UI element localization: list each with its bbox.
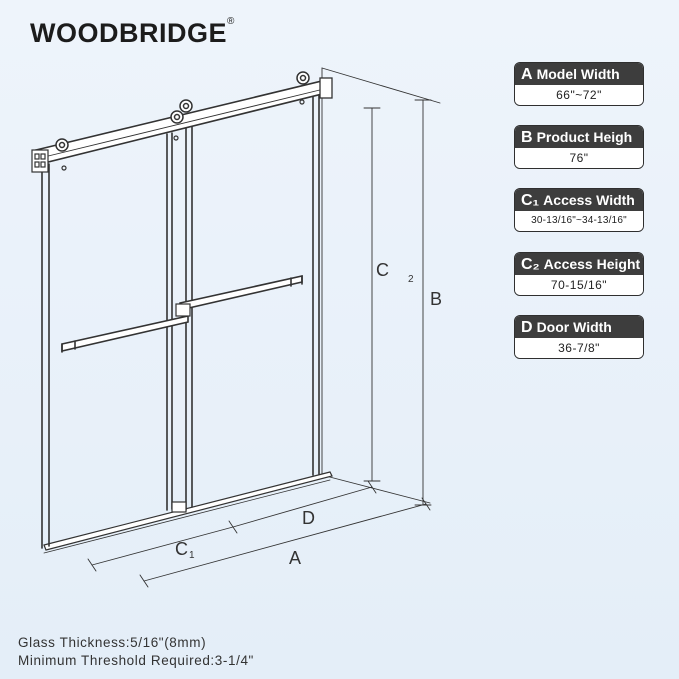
dimension-label-c1: C <box>175 539 188 559</box>
spec-letter: C₁ <box>521 192 540 209</box>
spec-label: Access Height <box>543 256 641 272</box>
dimension-c1 <box>87 526 234 572</box>
spec-label: Product Heigh <box>536 129 633 145</box>
roller-wheels <box>55 71 310 152</box>
left-door-frame <box>41 163 50 549</box>
registered-mark: ® <box>227 16 235 27</box>
spec-letter: D <box>521 319 533 336</box>
spec-value: 30-13/16"~34-13/16" <box>515 211 643 231</box>
spec-label: Access Width <box>543 192 635 208</box>
dimension-label-a: A <box>289 548 301 568</box>
left-towel-bar <box>61 315 189 353</box>
roller-bolts <box>61 99 305 171</box>
dimension-label-d: D <box>302 508 315 528</box>
brand-name: WOODBRIDGE <box>30 18 227 48</box>
spec-label: Model Width <box>536 66 620 82</box>
spec-value: 76" <box>515 148 643 168</box>
dimension-label-c2: C <box>376 260 389 280</box>
right-door-frame <box>312 90 320 476</box>
top-track <box>35 77 333 165</box>
door-threshold <box>43 471 333 554</box>
spec-letter: C₂ <box>521 256 540 273</box>
spec-value: 66"~72" <box>515 85 643 105</box>
dimension-label-c2-sub: 2 <box>408 274 414 285</box>
threshold-note: Minimum Threshold Required:3-1/4" <box>18 653 254 668</box>
dimension-label-c1-sub: 1 <box>189 550 195 561</box>
dimension-label-b: B <box>430 289 442 309</box>
bottom-guide <box>171 501 187 513</box>
dimension-a <box>139 497 431 588</box>
spec-value: 36-7/8" <box>515 338 643 358</box>
spec-label: Door Width <box>536 319 612 335</box>
spec-value: 70-15/16" <box>515 275 643 295</box>
right-towel-bar <box>179 275 303 312</box>
brand-logo: WOODBRIDGE® <box>30 16 235 49</box>
spec-letter: A <box>521 66 533 83</box>
wall-outline <box>321 67 441 504</box>
glass-thickness-note: Glass Thickness:5/16"(8mm) <box>18 635 207 650</box>
dimension-b <box>414 99 432 506</box>
dimension-c2 <box>363 107 381 482</box>
left-bracket <box>31 149 49 173</box>
spec-letter: B <box>521 129 533 146</box>
bar-connector <box>175 303 191 317</box>
